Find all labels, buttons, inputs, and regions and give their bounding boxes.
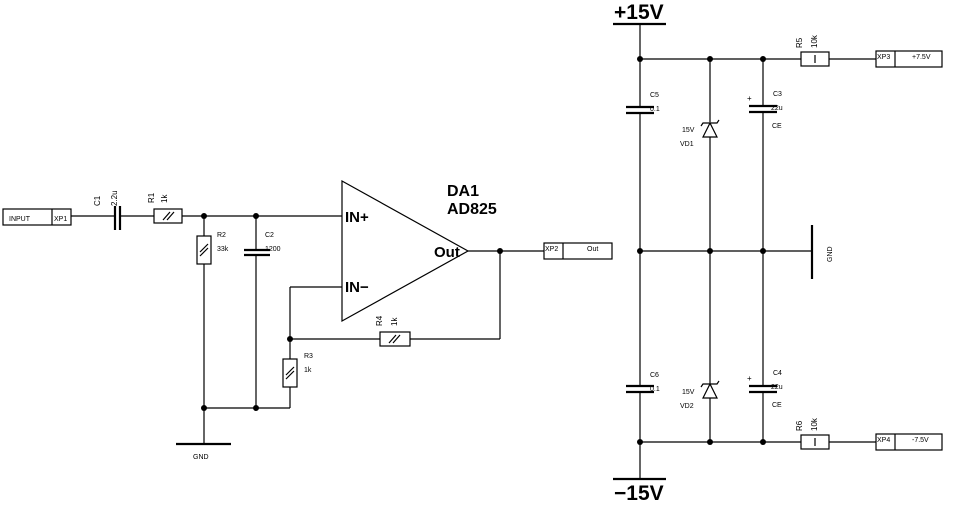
opamp-triangle <box>341 179 470 323</box>
opamp-out-label: Out <box>434 244 460 261</box>
c3-type: CE <box>772 123 782 130</box>
ground-symbol-left: GND <box>176 442 231 461</box>
c6-ref: C6 <box>650 372 659 379</box>
c4-value: 22u <box>771 384 783 391</box>
resistor-r6: R6 10k <box>795 417 830 450</box>
vd1-ref: VD1 <box>680 141 694 148</box>
c3-value: 22u <box>771 105 783 112</box>
rail-positive-label: +15V <box>614 1 664 24</box>
c3-ref: C3 <box>773 91 782 98</box>
c1-ref: C1 <box>93 195 102 206</box>
r4-ref: R4 <box>375 315 384 326</box>
xp4-label: -7.5V <box>912 437 929 444</box>
junction-c2-bottom <box>253 405 259 411</box>
capacitor-c3: + C3 22u CE <box>747 91 783 130</box>
ground-symbol-right: GND <box>810 225 834 279</box>
r5-ref: R5 <box>795 37 804 48</box>
r2-value: 33k <box>217 246 229 253</box>
c2-value: 1200 <box>265 246 281 253</box>
xp1-input-connector: INPUT XP1 <box>2 208 72 226</box>
c2-ref: C2 <box>265 232 274 239</box>
junction-n1 <box>637 439 643 445</box>
capacitor-c5: C5 0.1 <box>626 92 660 115</box>
opamp-in-minus-label: IN− <box>345 279 369 296</box>
c5-ref: C5 <box>650 92 659 99</box>
capacitor-c4: + C4 22u CE <box>747 370 783 409</box>
junction-g1 <box>637 248 643 254</box>
xp1-ref: XP1 <box>54 216 67 223</box>
opamp-ref: DA1 <box>447 183 479 200</box>
c1-value: 2.2u <box>110 190 119 206</box>
capacitor-c1: C1 2.2u <box>93 190 122 230</box>
rail-negative: −15V <box>613 477 666 505</box>
r2-ref: R2 <box>217 232 226 239</box>
zener-diode-vd2: 15V VD2 <box>680 380 720 410</box>
xp3-ref: XP3 <box>877 54 890 61</box>
rail-positive: +15V <box>613 1 666 26</box>
r1-value: 1k <box>160 194 169 203</box>
xp2-ref: XP2 <box>545 246 558 253</box>
vd2-value: 15V <box>682 389 695 396</box>
c6-value: 0.1 <box>650 386 660 393</box>
xp4-connector: XP4 -7.5V <box>875 433 943 451</box>
resistor-r5: R5 10k <box>795 34 830 67</box>
resistor-r3: R3 1k <box>282 353 313 388</box>
c3-polarity: + <box>747 94 752 103</box>
xp4-ref: XP4 <box>877 437 890 444</box>
c4-polarity: + <box>747 374 752 383</box>
c4-type: CE <box>772 402 782 409</box>
xp1-label: INPUT <box>9 216 31 223</box>
resistor-r2: R2 33k <box>196 232 229 265</box>
xp3-connector: XP3 +7.5V <box>875 50 943 68</box>
resistor-r1: R1 1k <box>147 192 183 224</box>
r4-value: 1k <box>390 317 399 326</box>
c4-ref: C4 <box>773 370 782 377</box>
r6-value: 10k <box>810 417 819 431</box>
ground-left-label: GND <box>193 454 209 461</box>
xp3-label: +7.5V <box>912 54 931 61</box>
capacitor-c6: C6 0.1 <box>626 372 660 394</box>
r1-ref: R1 <box>147 192 156 203</box>
resistor-r4: R4 1k <box>375 315 411 347</box>
zener-diode-vd1: 15V VD1 <box>680 119 720 148</box>
c5-value: 0.1 <box>650 106 660 113</box>
r5-value: 10k <box>810 34 819 48</box>
capacitor-c2: C2 1200 <box>244 232 281 257</box>
xp2-label: Out <box>587 246 598 253</box>
rail-negative-label: −15V <box>614 482 664 505</box>
r3-ref: R3 <box>304 353 313 360</box>
xp2-output-connector: XP2 Out <box>543 242 613 260</box>
r3-value: 1k <box>304 367 312 374</box>
vd1-value: 15V <box>682 127 695 134</box>
opamp-in-plus-label: IN+ <box>345 209 369 226</box>
r6-ref: R6 <box>795 420 804 431</box>
opamp-da1: IN+ IN− Out DA1 AD825 <box>341 179 497 323</box>
vd2-ref: VD2 <box>680 403 694 410</box>
junction-ground-left <box>201 405 207 411</box>
opamp-part: AD825 <box>447 201 497 218</box>
junction-p1 <box>637 56 643 62</box>
ground-right-label: GND <box>827 246 834 262</box>
